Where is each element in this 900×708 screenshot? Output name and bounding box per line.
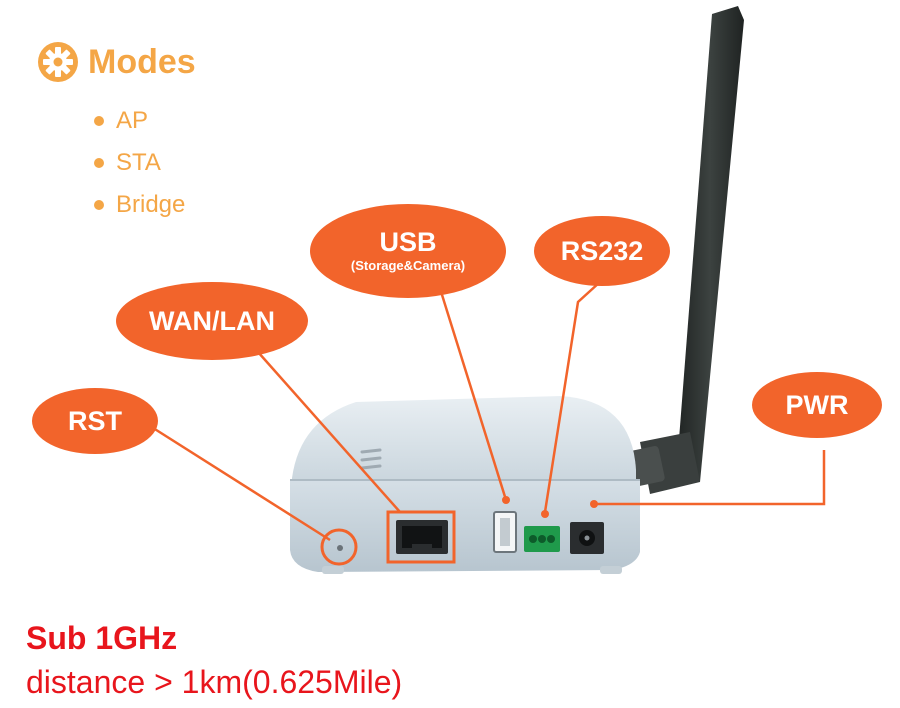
wan-lan-callout-label: WAN/LAN [149,306,275,336]
mode-bridge: Bridge [116,191,186,218]
bullet-icon [94,158,104,168]
gear-icon [38,42,78,82]
rst-callout-label: RST [68,406,122,436]
bullet-icon [94,200,104,210]
bullet-icon [94,116,104,126]
frequency-band-heading: Sub 1GHz [26,620,178,656]
distance-text: distance > 1km(0.625Mile) [26,664,403,700]
rst-hole [337,545,343,551]
modes-list: AP STA Bridge [94,100,185,226]
rst-highlight-circle [320,528,358,566]
usb-port [493,511,517,553]
rs232-terminal [524,526,560,552]
usb-callout: USB (Storage&Camera) [310,204,506,298]
rst-callout: RST [32,388,158,454]
modes-title: Modes [88,43,196,81]
rs232-callout: RS232 [534,216,670,286]
mode-ap: AP [116,107,149,134]
wan-lan-callout: WAN/LAN [116,282,308,360]
pwr-callout: PWR [752,372,882,438]
wan-lan-highlight-box [386,510,456,564]
rs232-callout-label: RS232 [560,236,644,266]
ethernet-port [396,520,448,554]
mode-sta: STA [116,149,161,176]
list-item: STA [94,142,185,184]
list-item: AP [94,100,185,142]
antenna [629,6,744,494]
power-jack [570,522,604,554]
pwr-callout-label: PWR [785,390,849,420]
usb-callout-sublabel: (Storage&Camera) [350,258,466,273]
list-item: Bridge [94,184,185,226]
router-body [290,396,640,574]
leader-endpoints [502,496,598,518]
callout-leader-lines [149,281,826,542]
modes-header: Modes [36,40,196,84]
usb-callout-label: USB [379,227,437,257]
